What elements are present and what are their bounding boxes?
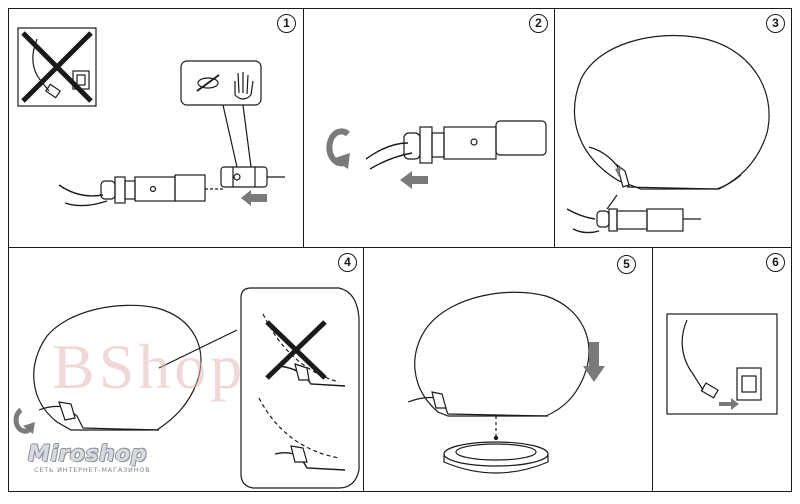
lamp-socket-assembly <box>567 195 701 233</box>
lamp-socket-assembly <box>366 121 546 169</box>
step-6-panel: 6 <box>652 247 792 492</box>
step-1-panel: 1 <box>8 8 304 248</box>
plug-in-icon <box>667 314 777 414</box>
cable-slot-detail <box>408 392 548 416</box>
lamp-socket-assembly <box>59 175 225 206</box>
down-direction-arrow <box>583 342 605 382</box>
pull-direction-arrow <box>400 171 428 189</box>
cable-slot-detail <box>39 402 159 430</box>
lamp-globe-shade <box>575 36 770 189</box>
lamp-base <box>444 436 548 473</box>
rotate-arrow-icon <box>329 131 350 169</box>
logo-tagline: СЕТЬ ИНТЕРНЕТ-МАГАЗИНОВ <box>28 466 151 474</box>
logo-name: Miroshop <box>28 442 151 467</box>
miroshop-logo: Miroshop СЕТЬ ИНТЕРНЕТ-МАГАЗИНОВ <box>28 442 151 474</box>
rotate-arrow-icon <box>16 410 35 434</box>
no-bare-hands-callout <box>181 61 261 167</box>
step-2-panel: 2 <box>303 8 555 248</box>
lamp-globe-shade <box>34 305 201 430</box>
step-5-panel: 5 <box>363 247 653 492</box>
unplug-warning-icon <box>18 28 96 106</box>
detail-callout-bubble <box>241 288 359 488</box>
insert-direction-arrow <box>241 190 267 206</box>
cable-slot-detail <box>589 147 741 189</box>
step-3-panel: 3 <box>554 8 792 248</box>
callout-line <box>159 330 237 368</box>
bulb-assembly <box>221 167 285 187</box>
